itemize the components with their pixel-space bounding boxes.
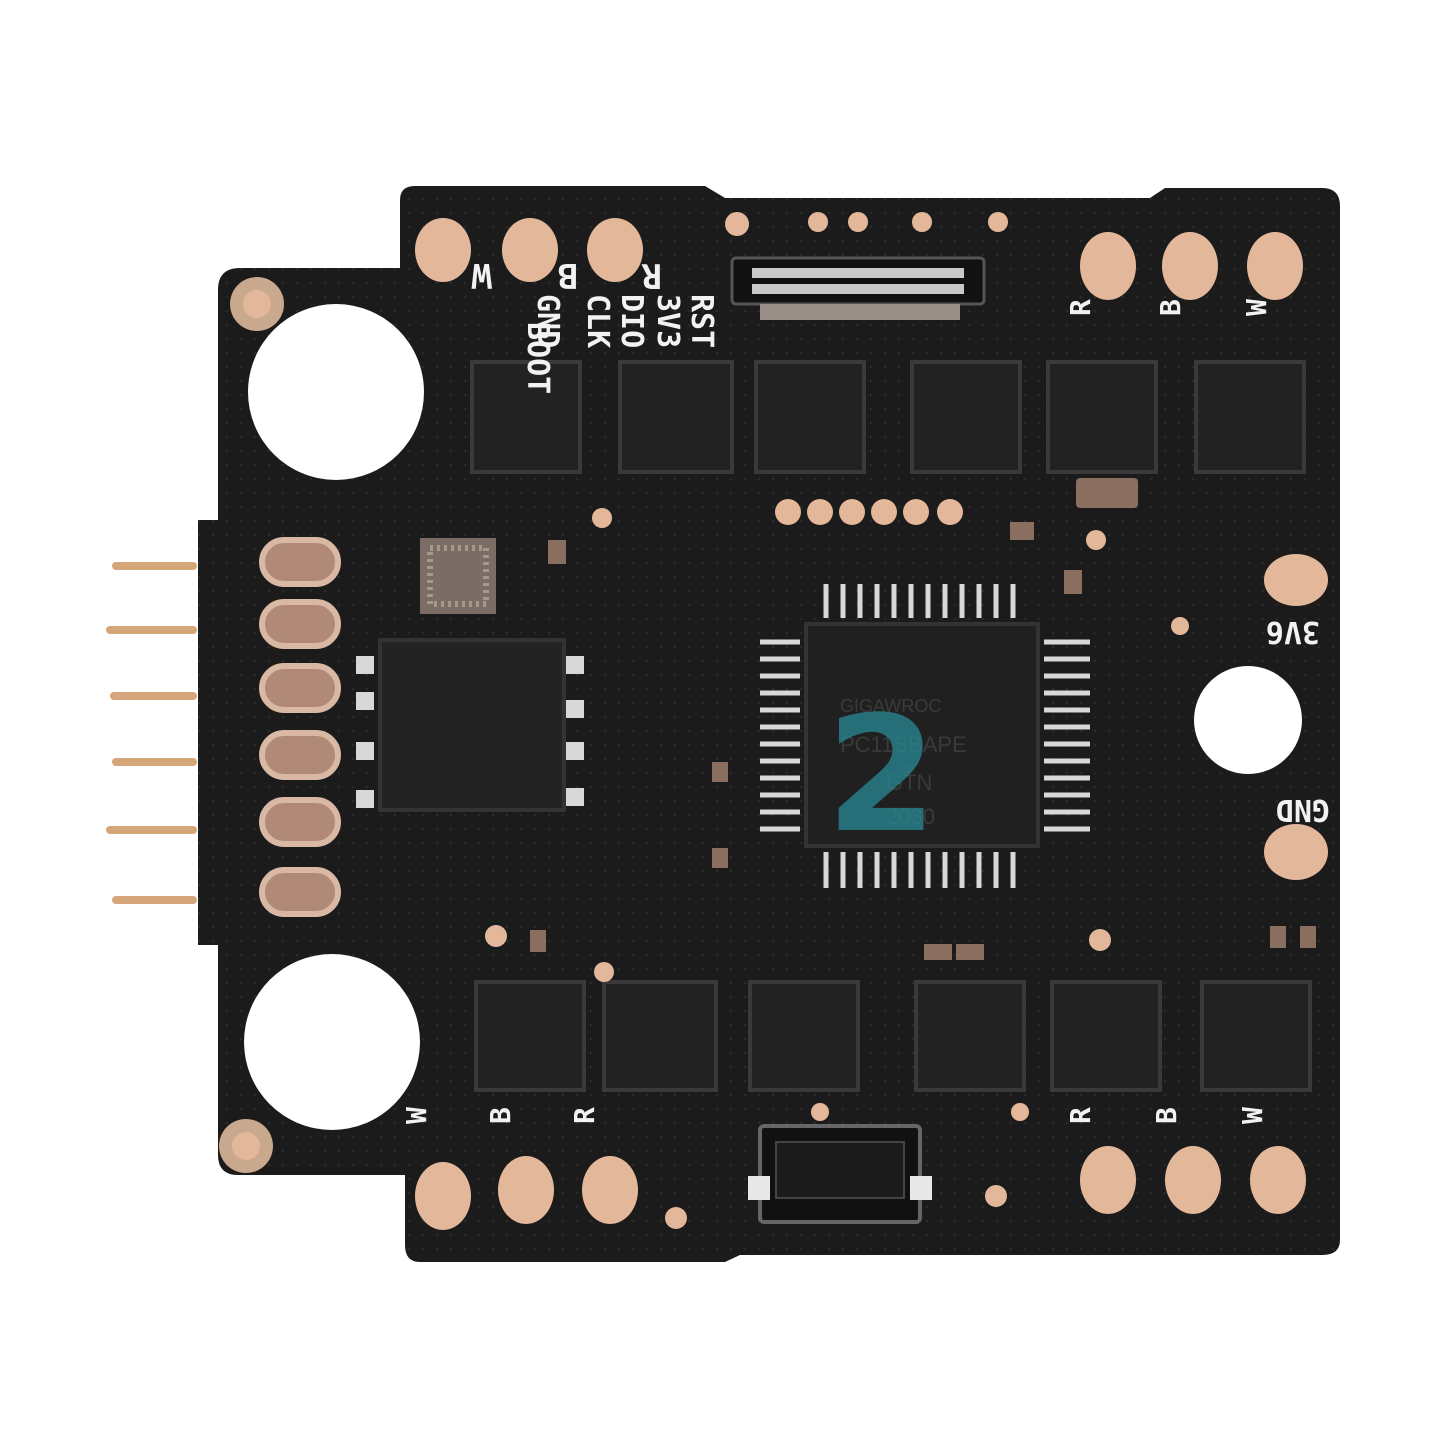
label-w-bottom-left: W (400, 1107, 433, 1124)
chip-marking-line3: GTN (886, 770, 932, 795)
label-w-bottom-right: W (1236, 1107, 1269, 1124)
label-gnd-right: GND (1276, 792, 1330, 827)
mosfet-row-top (470, 360, 1306, 474)
label-gnd-top: GND (530, 294, 565, 348)
label-r-top-left: R (641, 255, 662, 295)
marker-digit: 2 (826, 681, 937, 868)
chip-marking-line2: PC11SBAPE (840, 732, 967, 757)
label-w-top-left: W (471, 255, 492, 295)
label-clk: CLK (580, 294, 615, 348)
ffc-connector-top (730, 256, 986, 320)
power-ic (356, 638, 584, 812)
passive-components (530, 478, 1316, 960)
silkscreen-labels: W B R BOOT GND CLK DIO 3V3 RST R B W 3V6… (400, 255, 1330, 1124)
motor-pads-bottom-right (1080, 1146, 1306, 1214)
label-b-top-right: B (1154, 299, 1187, 316)
mount-hole-icon (219, 277, 1302, 1173)
power-pads (1264, 554, 1328, 880)
motor-pads-bottom-left (415, 1156, 638, 1230)
label-b-bottom-left: B (484, 1107, 517, 1124)
motor-pads-top-right (1080, 232, 1303, 300)
label-r-bottom-right: R (1064, 1107, 1097, 1124)
label-boot: BOOT (520, 322, 555, 394)
label-w-top-right: W (1240, 299, 1273, 316)
chip-marking-line4: 2030 (886, 804, 935, 829)
mosfet-row-bottom (474, 980, 1312, 1092)
pin-header-icon (106, 562, 197, 904)
motor-pads-top-left (415, 218, 643, 282)
chip-marking-line1: GIGAWROC (840, 696, 941, 716)
mcu-chip: GIGAWROC PC11SBAPE GTN 2030 2 (760, 584, 1090, 888)
label-b-top-left: B (558, 255, 578, 295)
label-3v3: 3V3 (650, 294, 685, 348)
label-b-bottom-right: B (1150, 1107, 1183, 1124)
label-r-top-right: R (1064, 299, 1097, 316)
header-pads (259, 537, 341, 917)
label-rst: RST (684, 294, 719, 348)
label-3v6: 3V6 (1266, 614, 1320, 649)
label-r-bottom-left: R (568, 1107, 601, 1124)
label-dio: DIO (614, 294, 649, 348)
ffc-connector-bottom (748, 1124, 932, 1224)
